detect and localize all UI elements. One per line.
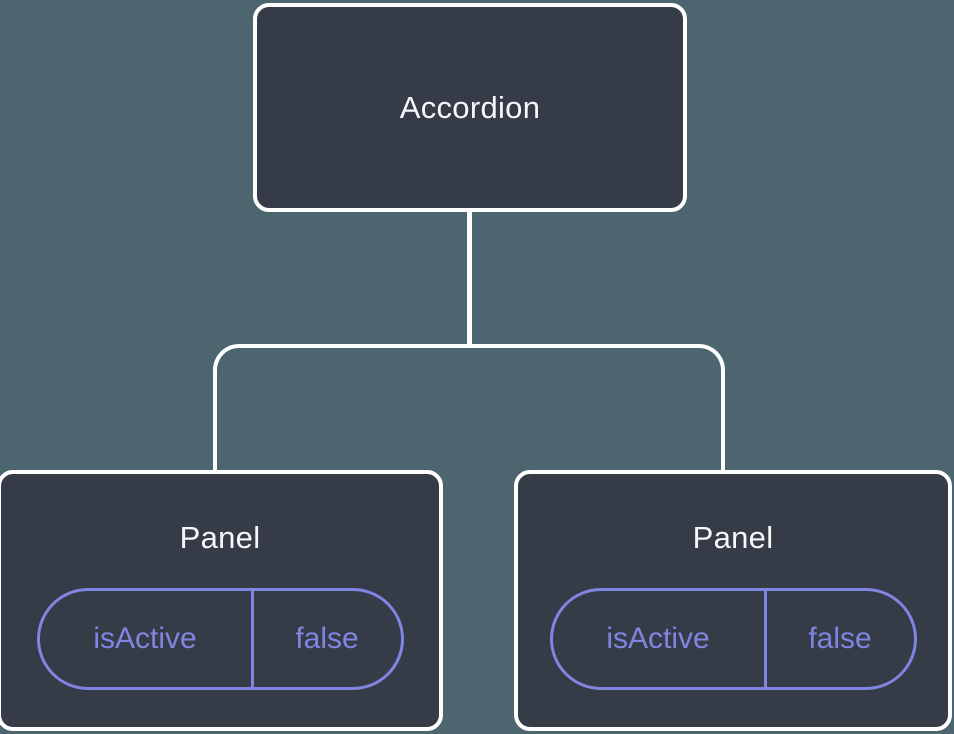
connector-branch-bracket — [213, 344, 725, 470]
state-pill: isActive false — [36, 588, 404, 690]
panel-title: Panel — [179, 520, 261, 555]
panel-title: Panel — [692, 520, 774, 555]
accordion-node-label: Accordion — [399, 89, 541, 125]
state-value-label: false — [295, 622, 359, 655]
state-key-label: isActive — [40, 591, 254, 687]
state-key-label: isActive — [553, 591, 767, 687]
state-value-label: false — [808, 622, 872, 655]
state-pill: isActive false — [549, 588, 917, 690]
panel-node-left: Panel isActive false — [0, 470, 443, 731]
accordion-node: Accordion — [253, 3, 687, 212]
connector-stem-line — [467, 209, 472, 348]
panel-node-right: Panel isActive false — [514, 470, 952, 731]
